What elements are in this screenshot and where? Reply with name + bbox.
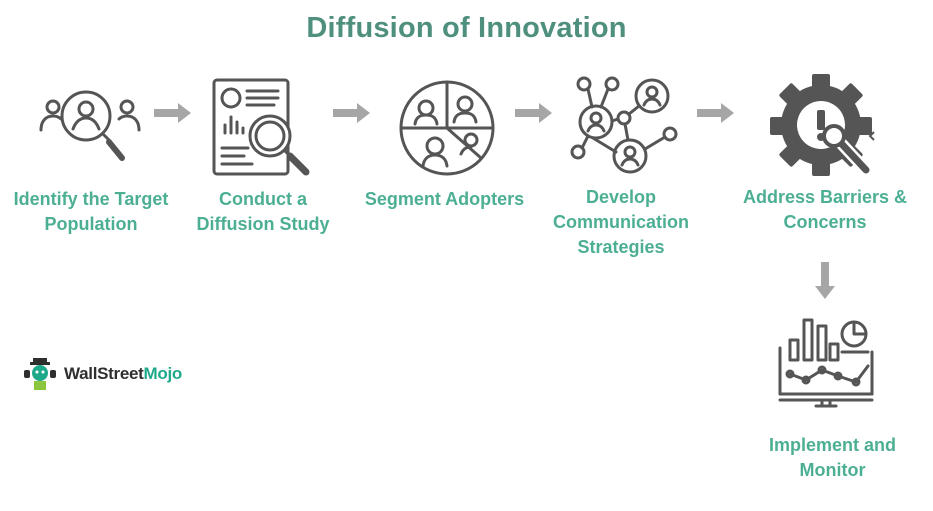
gear-wrench-icon: [770, 74, 880, 180]
step-label-segment-adopters: Segment Adopters: [364, 189, 525, 209]
target-population-icon: [38, 82, 148, 172]
diffusion-study-icon: [210, 76, 320, 180]
monitor-analytics-icon: [776, 316, 876, 414]
communication-network-icon: [566, 74, 678, 182]
logo-text-part2: Street: [97, 364, 144, 383]
step-label-address-barriers-concerns: Address Barriers &Concerns: [742, 187, 908, 232]
arrow-down: [815, 262, 835, 305]
logo-text-part3: Mojo: [143, 364, 183, 383]
mojo-mascot-icon: [24, 358, 56, 390]
arrow-right-2: [333, 103, 371, 128]
diagram-title: Diffusion of Innovation: [306, 12, 627, 44]
arrow-right-1: [154, 103, 192, 128]
segment-adopters-icon: [397, 78, 497, 178]
wallstreetmojo-logo: WallStreetMojo: [22, 356, 182, 392]
arrow-right-4: [697, 103, 735, 128]
arrow-right-3: [515, 103, 553, 128]
logo-text-part1: Wall: [64, 364, 98, 383]
